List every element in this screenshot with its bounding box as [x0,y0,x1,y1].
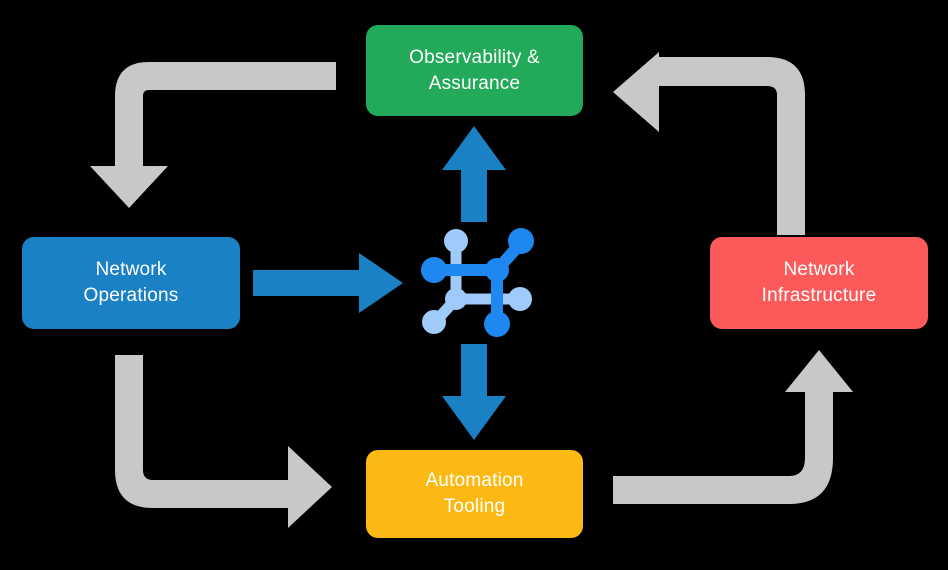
gray-arrow-automation-tooling-to-network-infrastructure [613,350,853,504]
network-icon-nodes [421,228,534,337]
node-box-network-infrastructure[interactable]: Network Infrastructure [710,237,928,329]
gray-arrow-network-infrastructure-to-observability [613,52,805,235]
blue-arrow-right-to-center [253,253,403,313]
network-icon-links [428,235,527,330]
gray-arrow-observability-to-network-operations [90,62,336,208]
blue-arrow-up-to-observability [442,126,506,222]
node-box-network-operations[interactable]: Network Operations [22,237,240,329]
gray-arrow-network-operations-to-automation-tooling [115,355,332,528]
node-box-automation-tooling[interactable]: Automation Tooling [366,450,583,538]
blue-arrow-down-to-automation-tooling [442,344,506,440]
node-box-observability[interactable]: Observability & Assurance [366,25,583,116]
